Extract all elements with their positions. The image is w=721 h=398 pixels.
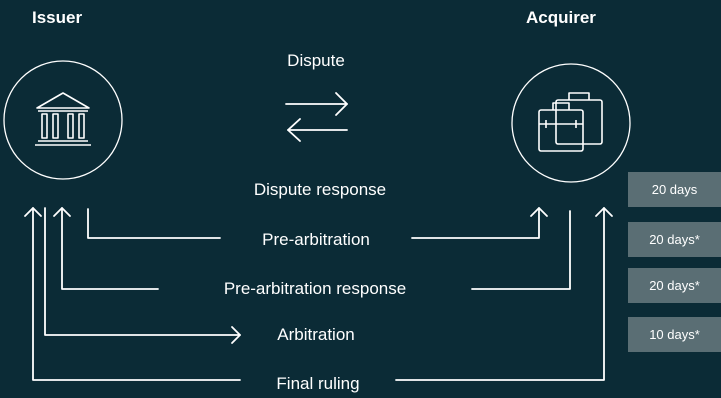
issuer-title: Issuer bbox=[32, 8, 83, 27]
pre-arbitration-response-arrow bbox=[53, 207, 571, 290]
pre-arbitration-arrow bbox=[87, 207, 548, 239]
bank-icon bbox=[35, 92, 91, 146]
pre-arbitration-label: Pre-arbitration bbox=[262, 230, 370, 249]
timeframe-badge-pre-arbitration-response: 20 days* bbox=[628, 268, 721, 303]
arbitration-arrow bbox=[44, 207, 241, 344]
final-ruling-label: Final ruling bbox=[276, 374, 360, 393]
dispute-response-label: Dispute response bbox=[253, 180, 387, 199]
issuer-circle bbox=[3, 60, 123, 180]
timeframe-badge-arbitration: 10 days* bbox=[628, 317, 721, 352]
acquirer-circle bbox=[511, 63, 631, 183]
final-ruling-arrow bbox=[24, 207, 613, 381]
arbitration-label: Arbitration bbox=[277, 325, 355, 344]
pre-arbitration-response-label: Pre-arbitration response bbox=[223, 279, 407, 298]
timeframe-badge-dispute-response: 20 days bbox=[628, 172, 721, 207]
acquirer-title: Acquirer bbox=[526, 8, 596, 27]
dispute-label: Dispute bbox=[287, 51, 345, 70]
exchange-arrows-icon bbox=[285, 92, 348, 142]
briefcase-icon bbox=[538, 92, 603, 152]
timeframe-badge-pre-arbitration: 20 days* bbox=[628, 222, 721, 257]
